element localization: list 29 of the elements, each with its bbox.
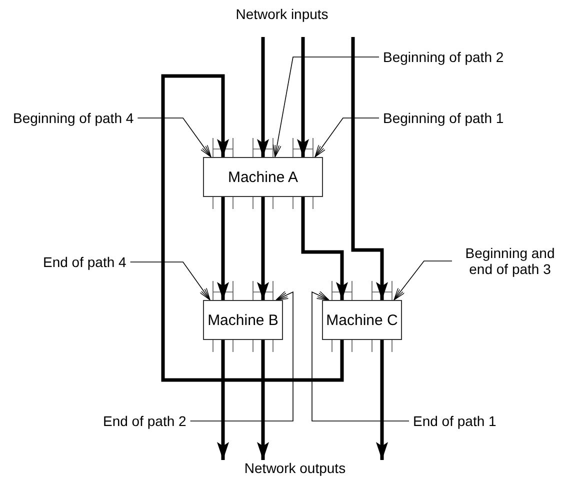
callout-label: Beginning of path 2: [383, 49, 504, 65]
callout-label: Beginning and end of path 3: [456, 245, 564, 277]
callout-label: Network outputs: [190, 460, 400, 476]
arrow: [351, 37, 388, 300]
callout-label: End of path 4: [43, 254, 126, 270]
leader-line: [272, 56, 380, 158]
leader-line: [394, 260, 452, 300]
callout-label: Beginning of path 4: [13, 110, 134, 126]
diagram-label: Network inputs: [236, 6, 328, 22]
leader-line: [312, 290, 410, 422]
arrow: [257, 37, 269, 157]
arrow: [161, 74, 344, 382]
leader-line: [190, 290, 294, 422]
machine-box: Machine C: [322, 300, 402, 340]
leader-line: [130, 262, 210, 300]
callout-label: End of path 2: [103, 413, 186, 429]
machine-box: Machine B: [203, 300, 283, 340]
callout-label: Beginning of path 1: [383, 110, 504, 126]
leader-line: [314, 118, 380, 158]
arrow: [376, 340, 388, 460]
arrow: [297, 37, 309, 157]
arrow: [301, 197, 348, 300]
machine-box: Machine A: [203, 157, 323, 197]
arrow: [257, 197, 269, 300]
leader-line: [137, 118, 212, 158]
arrow: [257, 340, 269, 460]
arrow: [217, 340, 229, 460]
callout-label: End of path 1: [413, 413, 496, 429]
arrow: [217, 197, 229, 300]
